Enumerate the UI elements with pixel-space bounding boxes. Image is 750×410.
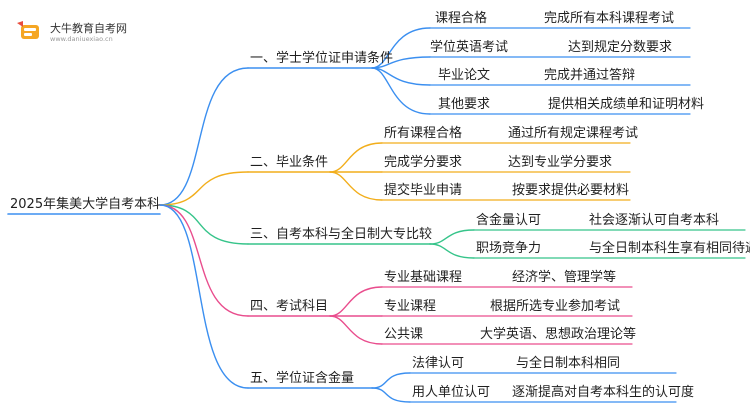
item-key: 含金量认可	[476, 213, 542, 228]
item-key: 课程合格	[435, 11, 488, 26]
item-value: 逐渐提高对自考本科生的认可度	[512, 385, 695, 400]
logo-name: 大牛教育自考网	[50, 22, 127, 35]
item-value: 完成所有本科课程考试	[544, 11, 675, 26]
item-key: 所有课程合格	[384, 126, 463, 141]
leaf-link	[371, 387, 411, 403]
branch-link	[159, 171, 249, 206]
root-topic: 2025年集美大学自考本科	[10, 197, 161, 212]
leaf-link	[329, 315, 383, 345]
item-value: 大学英语、思想政治理论等	[480, 327, 637, 342]
item-key: 提交毕业申请	[384, 183, 463, 198]
item-key: 法律认可	[412, 356, 465, 371]
item-key: 专业基础课程	[384, 270, 463, 285]
branch-link	[159, 67, 249, 206]
branch-link	[159, 204, 249, 389]
item-key: 职场竞争力	[476, 241, 542, 256]
item-key: 用人单位认可	[412, 385, 491, 400]
branch-exam-subjects: 四、考试科目	[250, 299, 329, 314]
item-value: 达到规定分数要求	[568, 40, 673, 55]
leaf-link	[371, 67, 431, 115]
item-value: 按要求提供必要材料	[512, 183, 630, 198]
item-value: 达到专业学分要求	[508, 155, 613, 170]
item-value: 完成并通过答辩	[544, 68, 636, 83]
leaf-link	[429, 229, 475, 245]
item-value: 与全日制本科生享有相同待遇	[589, 241, 750, 256]
item-key: 毕业论文	[438, 68, 491, 83]
item-key: 专业课程	[384, 299, 437, 314]
branch-link	[159, 204, 249, 317]
leaf-link	[371, 56, 431, 69]
item-key: 其他要求	[438, 97, 491, 112]
branch-comparison: 三、自考本科与全日制大专比较	[250, 227, 433, 242]
logo-icon	[17, 21, 39, 39]
leaf-link	[429, 243, 475, 259]
branch-graduation-conditions: 二、毕业条件	[250, 155, 329, 170]
branch-link	[159, 204, 249, 245]
leaf-link	[371, 27, 431, 69]
item-value: 根据所选专业参加考试	[490, 299, 621, 314]
item-value: 社会逐渐认可自考本科	[589, 213, 720, 228]
leaf-link	[329, 142, 383, 173]
branch-degree-value: 五、学位证含金量	[250, 371, 355, 386]
leaf-link	[329, 171, 383, 201]
item-key: 学位英语考试	[430, 40, 509, 55]
leaf-link	[329, 286, 383, 317]
site-logo: 大牛教育自考网 www.daniuexiao.cn	[14, 17, 154, 47]
item-key: 公共课	[384, 327, 424, 342]
leaf-link	[371, 67, 431, 86]
item-value: 提供相关成绩单和证明材料	[548, 97, 705, 112]
leaf-link	[371, 372, 411, 389]
logo-url: www.daniuexiao.cn	[50, 35, 113, 43]
item-value: 通过所有规定课程考试	[508, 126, 639, 141]
item-value: 与全日制本科相同	[516, 356, 621, 371]
item-key: 完成学分要求	[384, 155, 463, 170]
item-value: 经济学、管理学等	[512, 270, 617, 285]
branch-degree-conditions: 一、学士学位证申请条件	[250, 51, 394, 66]
